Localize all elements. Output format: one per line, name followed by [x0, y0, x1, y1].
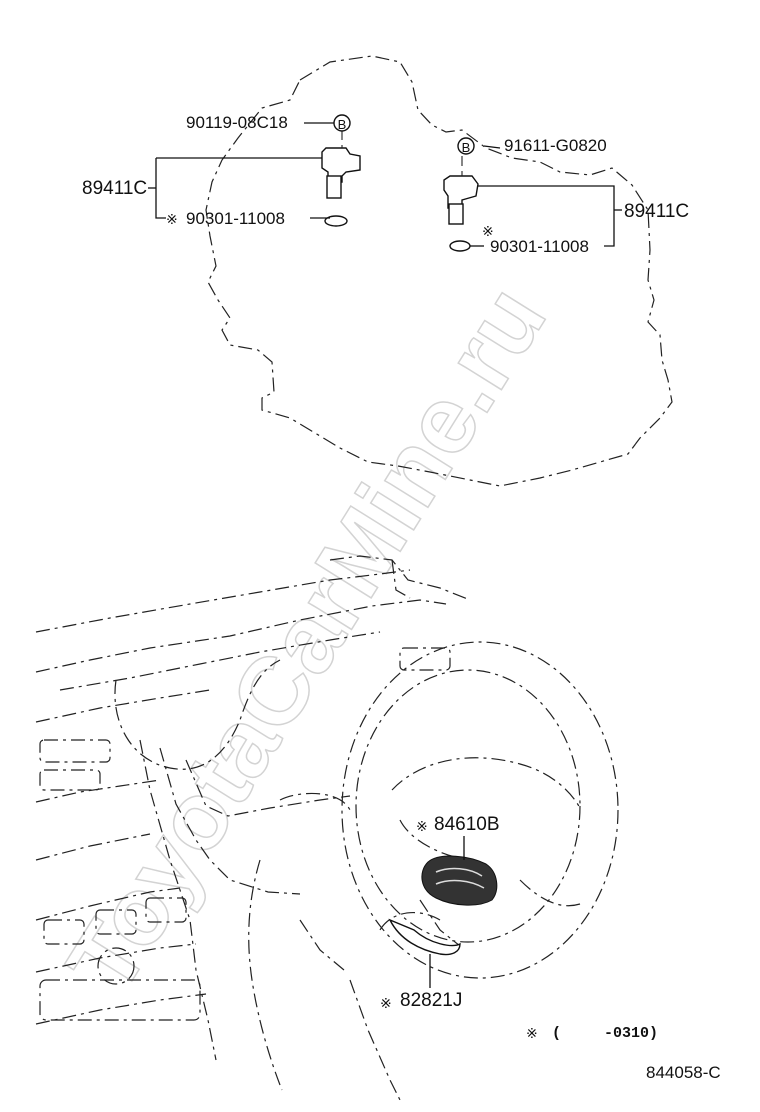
bolt-left-marker: B [333, 114, 351, 132]
footnote-range: -0310) [604, 1025, 658, 1042]
sensor-right-part-number: 89411C [624, 201, 689, 222]
oring-left-marker: ※ [166, 211, 178, 227]
dashboard-outline [35, 555, 471, 1101]
cable-marker: ※ [380, 995, 392, 1011]
switch-part-number: 84610B [434, 814, 500, 835]
oring-right-marker: ※ [482, 223, 494, 239]
cable-part-number: 82821J [400, 990, 462, 1011]
oring-left-part-number: 90301-11008 [186, 209, 285, 228]
spiral-cable [388, 918, 461, 988]
steering-switch [421, 836, 498, 906]
diagram-id: 844058-C [646, 1063, 721, 1082]
svg-text:B: B [462, 140, 471, 155]
sensor-right-assembly [443, 145, 622, 252]
oring-right-part-number: 90301-11008 [490, 237, 589, 256]
sensor-left-assembly [148, 122, 361, 227]
footnote-open-paren: ( [552, 1025, 561, 1042]
footnote-marker: ※ [526, 1025, 538, 1041]
sensor-left-part-number: 89411C [82, 178, 147, 199]
transmission-outline [205, 55, 673, 487]
steering-wheel [341, 641, 619, 979]
switch-marker: ※ [416, 818, 428, 834]
bolt-right-marker: B [457, 137, 475, 155]
bolt-right-part-number: 91611-G0820 [504, 136, 607, 155]
svg-text:B: B [338, 117, 347, 132]
bolt-left-part-number: 90119-08C18 [186, 113, 288, 132]
